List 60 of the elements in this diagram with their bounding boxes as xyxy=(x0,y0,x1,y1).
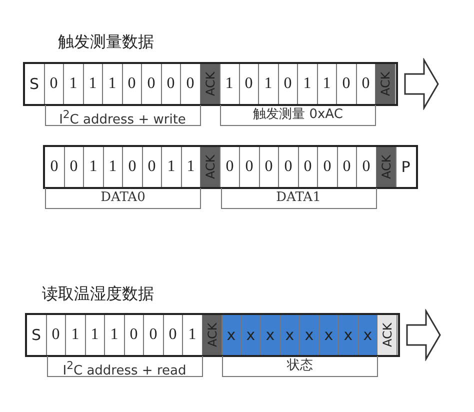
bit-cell: 1 xyxy=(64,64,84,104)
signal-cell-text: P xyxy=(400,157,412,178)
bit-cell: 1 xyxy=(162,147,182,187)
bit-cell: 0 xyxy=(142,147,162,187)
ack-cell: ACK xyxy=(202,315,222,355)
bit-cell: 1 xyxy=(86,315,105,355)
bit-cell: 0 xyxy=(337,64,356,104)
bit-cell: x xyxy=(339,315,358,355)
bit-cell: 0 xyxy=(45,147,64,187)
bit-cell: 0 xyxy=(260,147,279,187)
ack-cell: ACK xyxy=(378,315,398,355)
bit-cell: 0 xyxy=(240,64,259,104)
bracket-label: I$^{2}$C address + write xyxy=(44,105,200,126)
section-title: 读取温湿度数据 xyxy=(42,284,154,305)
bit-cell: x xyxy=(242,315,261,355)
bit-cell: 0 xyxy=(162,64,181,104)
bit-cell: 0 xyxy=(338,147,357,187)
bit-cell: 0 xyxy=(279,147,298,187)
bit-cell: 0 xyxy=(220,147,240,187)
bit-cell: 0 xyxy=(164,315,183,355)
ack-cell: ACK xyxy=(200,64,220,104)
bit-cell: 1 xyxy=(84,64,103,104)
bit-cell: 1 xyxy=(104,147,123,187)
bracket-label: 状态 xyxy=(222,356,378,377)
bit-cell: 1 xyxy=(259,64,278,104)
bit-cell: 1 xyxy=(298,64,318,104)
signal-cell: S xyxy=(25,64,44,104)
bit-cell: 0 xyxy=(144,315,164,355)
bit-cell: 0 xyxy=(278,64,298,104)
bit-cell: x xyxy=(320,315,339,355)
bit-cell: 1 xyxy=(318,64,337,104)
bit-cell: 1 xyxy=(84,147,104,187)
bit-cell: x xyxy=(222,315,242,355)
bit-cell: 0 xyxy=(122,64,142,104)
bit-cell: x xyxy=(358,315,378,355)
bit-cell: 1 xyxy=(220,64,240,104)
bit-cell: 0 xyxy=(142,64,162,104)
bit-cell: x xyxy=(300,315,320,355)
bracket-label: 触发测量 0xAC xyxy=(220,105,376,126)
bracket-label: DATA0 xyxy=(45,188,201,209)
bit-cell: 1 xyxy=(105,315,124,355)
bit-cell: 0 xyxy=(123,147,142,187)
bit-cell: x xyxy=(261,315,280,355)
bit-cell: 0 xyxy=(240,147,260,187)
bit-cell: 0 xyxy=(318,147,338,187)
bit-cell: 0 xyxy=(44,64,64,104)
ack-cell: ACK xyxy=(376,147,396,187)
bracket-label: DATA1 xyxy=(220,188,376,209)
bit-cell: x xyxy=(280,315,300,355)
bit-cell: 0 xyxy=(298,147,318,187)
bit-cell: 0 xyxy=(46,315,66,355)
signal-cell: S xyxy=(27,315,46,355)
bit-cell: 1 xyxy=(103,64,122,104)
bracket-label: I$^{2}$C address + read xyxy=(46,356,202,377)
bit-cell: 0 xyxy=(124,315,144,355)
bit-cell: 1 xyxy=(66,315,86,355)
ack-cell: ACK xyxy=(376,64,396,104)
bit-cell: 0 xyxy=(64,147,84,187)
section-title: 触发测量数据 xyxy=(58,32,154,53)
ack-cell: ACK xyxy=(201,147,220,187)
